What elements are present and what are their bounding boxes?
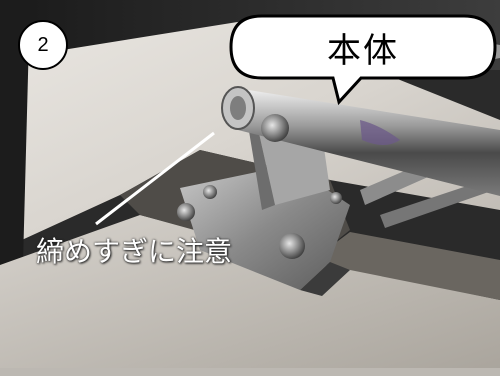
speech-bubble-icon xyxy=(229,14,497,106)
callout-label: 本体 xyxy=(327,30,399,71)
step-number-badge: 2 xyxy=(18,20,68,70)
step-number: 2 xyxy=(37,33,49,56)
caution-label: 締めすぎに注意 xyxy=(36,235,233,268)
callout-bubble: 本体 xyxy=(229,14,497,106)
